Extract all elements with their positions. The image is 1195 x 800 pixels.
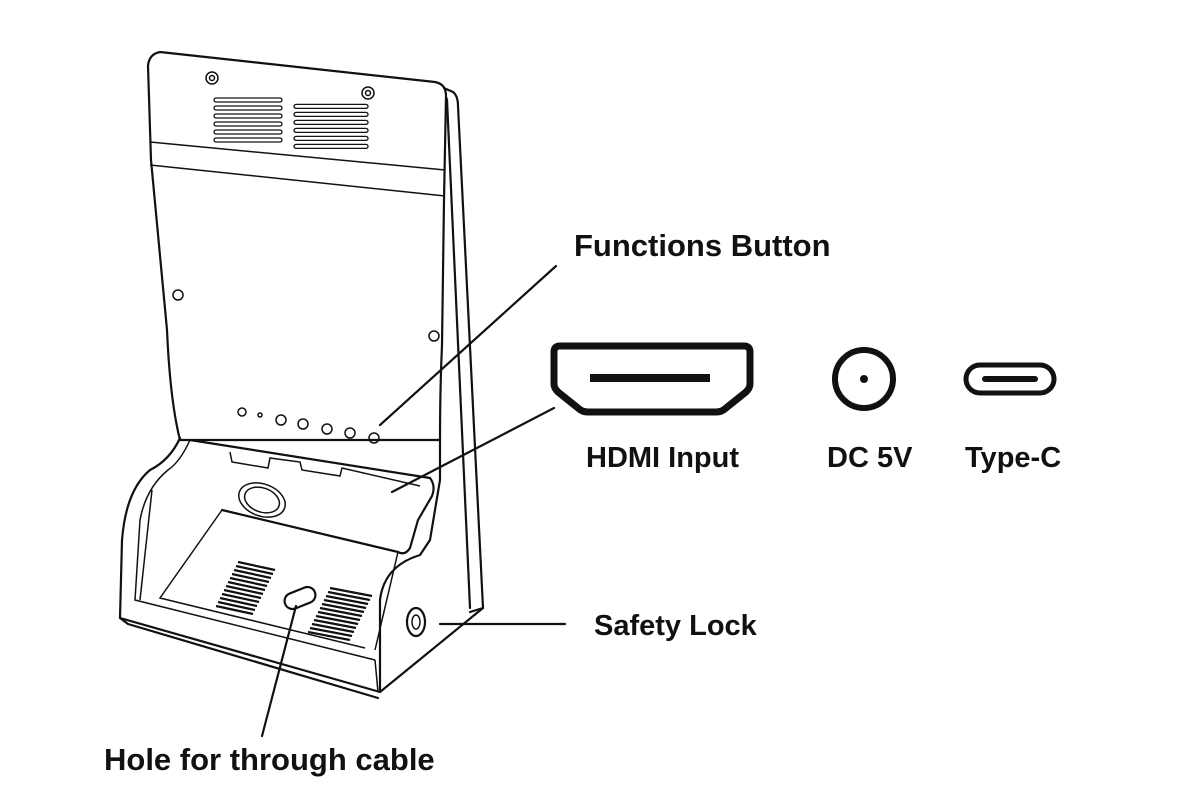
floor-vent-slot [317,610,361,622]
vent-slot [213,97,283,103]
floor-vent-slot [327,590,371,602]
floor-vent-slot [237,560,276,572]
leader-lines [260,264,567,738]
vent-slot [293,127,369,134]
floor-vent-slot [229,576,268,588]
hdmi-input-label: HDMI Input [586,442,740,474]
hdmi-leader-line [390,406,556,494]
vent-slot [293,111,369,118]
safety-lock-label: Safety Lock [594,610,757,642]
floor-vent-slot [311,622,355,634]
floor-vent-grille [215,560,373,642]
floor-vent-slot [315,614,359,626]
cable-hole-label: Hole for through cable [104,742,435,777]
vent-slot [293,103,369,110]
floor-vent-slot [307,630,351,642]
floor-vent-slot [329,586,373,598]
floor-vent-slot [325,594,369,606]
floor-vent-slot [323,598,367,610]
hdmi-port-icon [550,342,754,416]
floor-vent-slot [309,626,353,638]
floor-vent-slot [219,596,258,608]
display-panel [146,50,485,614]
function-buttons [237,407,380,444]
vent-slot [293,143,369,150]
vent-slot [213,105,283,111]
usb-type-c-icon [963,362,1057,396]
dc-jack-icon [832,347,896,411]
vent-slot [213,121,283,127]
floor-vent-slot [231,572,270,584]
floor-vent-slot [221,592,260,604]
stand-base [118,436,485,700]
dc-5v-label: DC 5V [827,442,913,474]
type-c-label: Type-C [965,442,1062,474]
vent-slot [293,135,369,142]
vent-slot [213,129,283,135]
floor-vent-slot [319,606,363,618]
floor-vent-slot [313,618,357,630]
floor-vent-slot [223,588,262,600]
functions-leader-line [378,264,558,427]
floor-vent-slot [227,580,266,592]
cable-hole-leader-line [260,604,298,738]
floor-vent-slot [235,564,274,576]
functions-button-label: Functions Button [574,228,831,263]
floor-vent-slot [233,568,272,580]
vent-slot [213,113,283,119]
floor-vent-slot [321,602,365,614]
floor-vent-slot [225,584,264,596]
floor-vent-slot [217,600,256,612]
top-vent-grille [213,97,369,150]
vent-slot [213,137,283,143]
vent-slot [293,119,369,126]
floor-vent-slot [215,604,254,616]
